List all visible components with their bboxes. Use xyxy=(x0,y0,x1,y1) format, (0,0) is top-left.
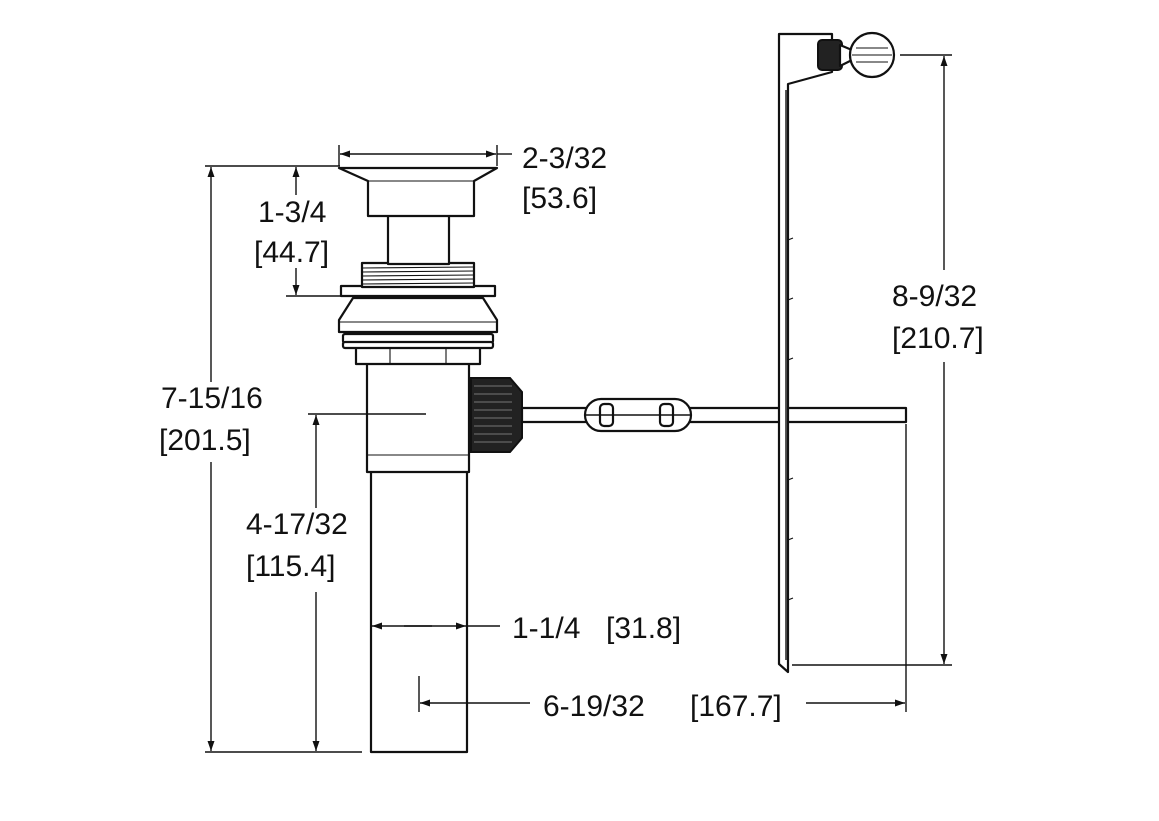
pivot-rod-reach-imperial: 6-19/32 xyxy=(543,690,645,723)
washer-bottom xyxy=(341,340,495,350)
pivot-assembly xyxy=(470,377,908,453)
overall-height-imperial: 7-15/16 xyxy=(161,382,263,415)
stopper-stem xyxy=(386,212,451,266)
tailpiece-length-imperial: 4-17/32 xyxy=(246,508,348,541)
drain-body xyxy=(337,166,499,754)
dimension-labels: 2-3/32 [53.6] 1-3/4 [44.7] 7-15/16 [201.… xyxy=(159,142,984,723)
lift-rod-height-metric: [210.7] xyxy=(892,322,984,355)
conical-gasket xyxy=(337,296,499,334)
flange-height-imperial: 1-3/4 xyxy=(258,196,326,229)
stopper-cap xyxy=(337,166,499,218)
tailpiece-diameter-imperial: 1-1/4 xyxy=(512,612,580,645)
tailpiece-diameter-metric: [31.8] xyxy=(606,612,681,645)
strap-bar xyxy=(777,32,834,674)
lift-rod-height-imperial: 8-9/32 xyxy=(892,280,977,313)
drain-upper-body xyxy=(365,360,471,474)
pivot-rod-reach-metric: [167.7] xyxy=(690,690,782,723)
pivot-rod xyxy=(520,406,908,424)
tailpiece-length-metric: [115.4] xyxy=(246,550,336,583)
pivot-knurled-nut xyxy=(470,377,523,453)
overall-height-metric: [201.5] xyxy=(159,424,251,457)
flange-width-metric: [53.6] xyxy=(522,182,597,215)
flange-height-metric: [44.7] xyxy=(254,236,329,269)
clamp-block xyxy=(817,39,843,71)
flange-width-imperial: 2-3/32 xyxy=(522,142,607,175)
dimension-lines xyxy=(205,54,952,753)
lift-rod-strap xyxy=(777,31,896,674)
